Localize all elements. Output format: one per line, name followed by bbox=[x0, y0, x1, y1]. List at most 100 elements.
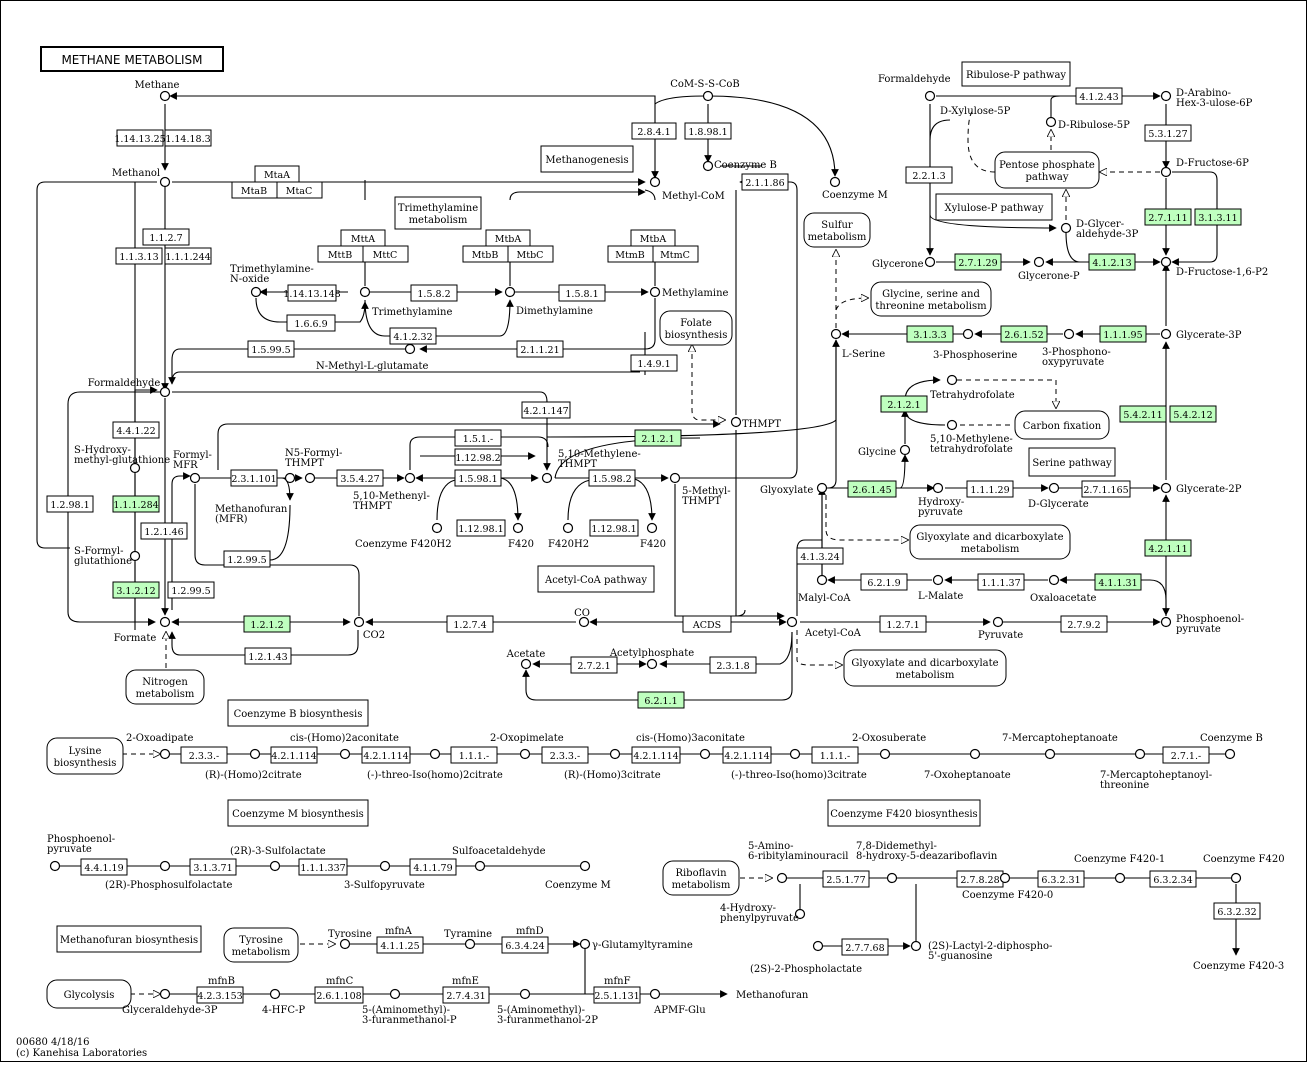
compound-node[interactable] bbox=[829, 176, 841, 188]
enzyme-box[interactable]: 2.2.1.3 bbox=[905, 166, 953, 184]
compound-node[interactable] bbox=[999, 872, 1011, 884]
enzyme-box[interactable]: 1.14.18.3 bbox=[164, 129, 212, 147]
compound-node[interactable] bbox=[519, 988, 531, 1000]
enzyme-box[interactable]: 3.1.2.12 bbox=[112, 581, 160, 599]
enzyme-box[interactable]: 2.7.1.- bbox=[1162, 746, 1210, 764]
compound-node[interactable] bbox=[159, 176, 171, 188]
enzyme-box[interactable]: 1.1.1.- bbox=[811, 746, 859, 764]
enzyme-box[interactable]: 2.6.1.108 bbox=[314, 986, 364, 1004]
enzyme-box[interactable]: 4.1.2.13 bbox=[1088, 253, 1136, 271]
compound-node[interactable] bbox=[794, 908, 806, 920]
compound-node[interactable] bbox=[474, 860, 486, 872]
compound-node[interactable] bbox=[649, 988, 661, 1000]
enzyme-box[interactable]: 1.14.13.148 bbox=[283, 284, 341, 302]
enzyme-box[interactable]: 4.4.1.22 bbox=[112, 421, 160, 439]
enzyme-box[interactable]: 4.1.2.43 bbox=[1075, 87, 1123, 105]
compound-node[interactable] bbox=[379, 860, 391, 872]
enzyme-box[interactable]: 4.2.3.153 bbox=[196, 986, 244, 1004]
enzyme-box[interactable]: 3.1.3.71 bbox=[189, 858, 237, 876]
compound-node[interactable] bbox=[699, 748, 711, 760]
pathway-map-link[interactable]: Methanogenesis bbox=[540, 145, 634, 173]
enzyme-box[interactable]: ACDS bbox=[682, 615, 732, 633]
compound-node[interactable] bbox=[992, 616, 1004, 628]
compound-node[interactable] bbox=[646, 658, 658, 670]
enzyme-box[interactable]: 1.2.99.5 bbox=[223, 550, 271, 568]
enzyme-box[interactable]: 1.1.1.284 bbox=[112, 495, 160, 513]
compound-node[interactable] bbox=[786, 616, 798, 628]
compound-node[interactable] bbox=[1160, 616, 1172, 628]
compound-node[interactable] bbox=[932, 482, 944, 494]
compound-node[interactable] bbox=[1160, 328, 1172, 340]
enzyme-box[interactable]: 4.1.1.79 bbox=[409, 858, 457, 876]
compound-node[interactable] bbox=[129, 550, 141, 562]
enzyme-box[interactable]: 1.12.98.1 bbox=[589, 519, 639, 537]
enzyme-box[interactable]: 6.3.2.34 bbox=[1149, 870, 1197, 888]
compound-node[interactable] bbox=[1060, 222, 1072, 234]
compound-node[interactable] bbox=[404, 343, 416, 355]
compound-node[interactable] bbox=[924, 90, 936, 102]
enzyme-box[interactable]: 6.3.2.32 bbox=[1213, 902, 1261, 920]
enzyme-box[interactable]: 1.5.8.1 bbox=[558, 284, 606, 302]
compound-node[interactable] bbox=[269, 988, 281, 1000]
compound-node[interactable] bbox=[269, 860, 281, 872]
enzyme-box[interactable]: 5.4.2.11 bbox=[1119, 405, 1167, 423]
enzyme-box[interactable]: 1.12.98.2 bbox=[454, 448, 502, 466]
enzyme-box[interactable]: 3.1.3.11 bbox=[1194, 208, 1242, 226]
compound-node[interactable] bbox=[609, 748, 621, 760]
compound-node[interactable] bbox=[899, 444, 911, 456]
compound-node[interactable] bbox=[649, 286, 661, 298]
compound-node[interactable] bbox=[1160, 90, 1172, 102]
compound-node[interactable] bbox=[1033, 256, 1045, 268]
enzyme-box[interactable]: 1.5.99.5 bbox=[247, 340, 295, 358]
compound-node[interactable] bbox=[389, 988, 401, 1000]
enzyme-box[interactable]: 1.5.8.2 bbox=[410, 284, 458, 302]
enzyme-box[interactable]: 1.2.98.1 bbox=[46, 495, 94, 513]
enzyme-box[interactable]: 1.14.13.25 bbox=[114, 129, 166, 147]
compound-node[interactable] bbox=[159, 860, 171, 872]
enzyme-box[interactable]: 2.7.2.1 bbox=[570, 656, 618, 674]
enzyme-box[interactable]: 4.2.1.114 bbox=[631, 746, 681, 764]
enzyme-box[interactable]: 2.1.1.86 bbox=[741, 173, 789, 191]
compound-node[interactable] bbox=[250, 286, 262, 298]
compound-node[interactable] bbox=[520, 658, 532, 670]
enzyme-box[interactable]: 5.3.1.27 bbox=[1144, 124, 1192, 142]
compound-node[interactable] bbox=[579, 938, 591, 950]
compound-node[interactable] bbox=[1048, 482, 1060, 494]
compound-node[interactable] bbox=[1160, 166, 1172, 178]
enzyme-box[interactable]: 4.2.1.114 bbox=[361, 746, 411, 764]
enzyme-box[interactable]: 2.3.3.- bbox=[541, 746, 589, 764]
compound-node[interactable] bbox=[646, 522, 658, 534]
compound-node[interactable] bbox=[519, 748, 531, 760]
compound-node[interactable] bbox=[353, 616, 365, 628]
compound-node[interactable] bbox=[1045, 116, 1057, 128]
compound-node[interactable] bbox=[924, 256, 936, 268]
compound-node[interactable] bbox=[1134, 748, 1146, 760]
enzyme-box[interactable]: 4.2.1.114 bbox=[722, 746, 772, 764]
compound-node[interactable] bbox=[812, 940, 824, 952]
enzyme-box[interactable]: 6.3.4.24 bbox=[501, 936, 549, 954]
enzyme-box[interactable]: 1.2.7.1 bbox=[879, 615, 927, 633]
enzyme-box[interactable]: 3.5.4.27 bbox=[336, 469, 384, 487]
compound-node[interactable] bbox=[284, 472, 296, 484]
pathway-map-link[interactable]: Methanofuran biosynthesis bbox=[56, 925, 202, 953]
enzyme-box[interactable]: 1.1.1.95 bbox=[1099, 325, 1147, 343]
enzyme-box[interactable]: 2.7.1.11 bbox=[1144, 208, 1192, 226]
enzyme-box[interactable]: 4.1.1.25 bbox=[376, 936, 424, 954]
enzyme-box[interactable]: 6.3.2.31 bbox=[1037, 870, 1085, 888]
enzyme-box[interactable]: 2.1.2.1 bbox=[880, 395, 928, 413]
compound-node[interactable] bbox=[464, 938, 476, 950]
compound-node[interactable] bbox=[816, 574, 828, 586]
enzyme-box[interactable]: 1.2.7.4 bbox=[446, 615, 494, 633]
enzyme-box[interactable]: 2.7.1.165 bbox=[1081, 480, 1131, 498]
enzyme-box[interactable]: 1.12.98.1 bbox=[456, 519, 506, 537]
pathway-map-link[interactable]: Coenzyme B biosynthesis bbox=[227, 699, 369, 727]
enzyme-box[interactable]: 2.7.1.29 bbox=[954, 253, 1002, 271]
compound-node[interactable] bbox=[1230, 872, 1242, 884]
